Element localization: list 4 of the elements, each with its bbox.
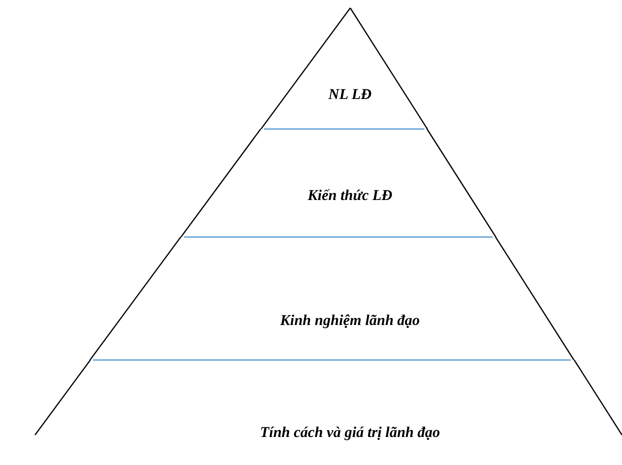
level-label: Kinh nghiệm lãnh đạo — [279, 312, 421, 331]
level-label: Kiến thức LĐ — [306, 187, 394, 206]
level-label: Tính cách và giá trị lãnh đạo — [258, 424, 442, 443]
level-label: NL LĐ — [327, 86, 373, 105]
